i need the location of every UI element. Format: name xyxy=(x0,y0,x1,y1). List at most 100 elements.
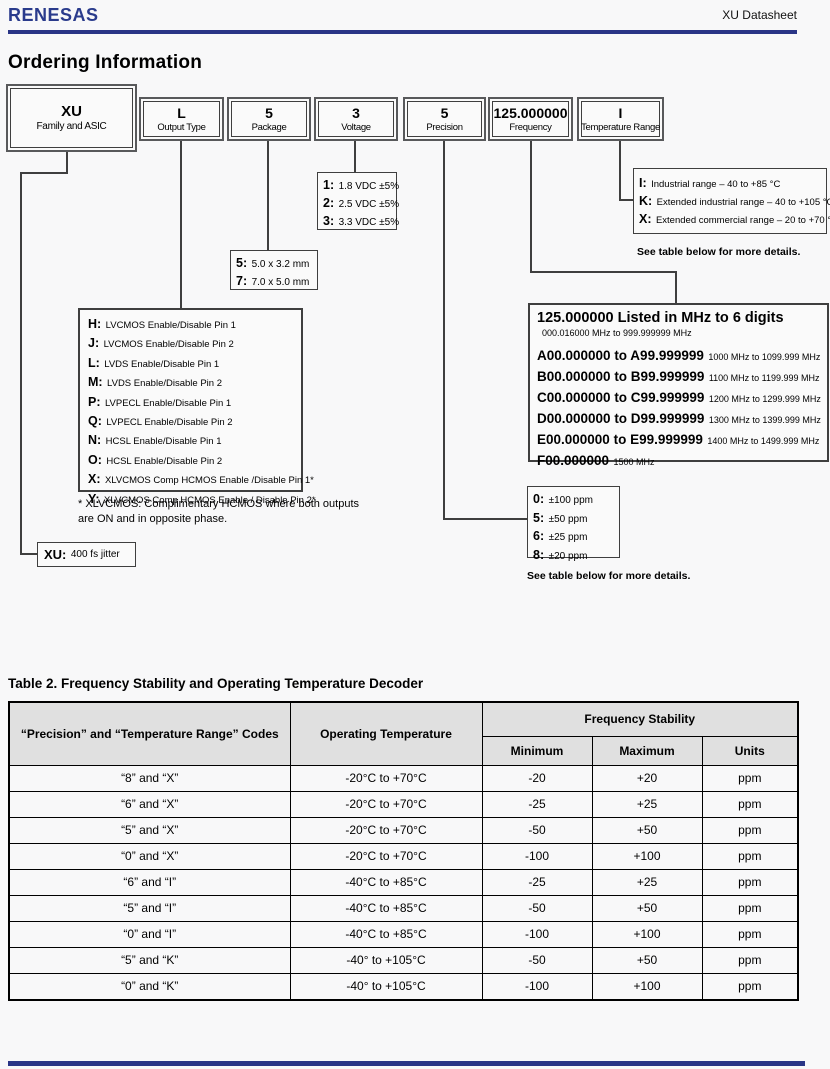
document-title: XU Datasheet xyxy=(722,8,797,22)
table2: “Precision” and “Temperature Range” Code… xyxy=(8,701,800,1001)
connector-precision-v xyxy=(443,141,445,520)
table2-row: “5” and “I” -40°C to +85°C -50 +50 ppm xyxy=(8,894,799,922)
package-option: 5: 5.0 x 3.2 mm xyxy=(236,254,312,272)
connector-temperature-h xyxy=(619,199,633,201)
precision-option-text: ±100 ppm xyxy=(548,495,593,506)
cell-codes: “0” and “X” xyxy=(8,842,291,870)
connector-package xyxy=(267,141,269,250)
connector-family-h1 xyxy=(20,172,68,174)
spacer xyxy=(537,339,820,346)
frequency-range-row: E00.000000 to E99.999999 1400 MHz to 149… xyxy=(537,430,820,451)
table2-header-codes: “Precision” and “Temperature Range” Code… xyxy=(8,701,291,766)
output-type-key: X: xyxy=(88,472,101,487)
output-type-key: N: xyxy=(88,433,102,448)
field-label-output-type: Output Type xyxy=(157,121,206,133)
cell-temp: -20°C to +70°C xyxy=(289,764,483,792)
temperature-option: X: Extended commercial range – 20 to +70… xyxy=(639,210,830,228)
connector-family-v2 xyxy=(20,172,22,554)
field-box-family-inner: XU Family and ASIC xyxy=(10,88,133,148)
package-option: 7: 7.0 x 5.0 mm xyxy=(236,272,312,290)
table2-row: “0” and “X” -20°C to +70°C -100 +100 ppm xyxy=(8,842,799,870)
output-type-text: HCSL Enable/Disable Pin 1 xyxy=(105,436,222,448)
output-type-key: L: xyxy=(88,355,100,370)
package-options-box: 5: 5.0 x 3.2 mm 7: 7.0 x 5.0 mm xyxy=(230,250,318,290)
field-label-family: Family and ASIC xyxy=(36,120,107,132)
cell-units: ppm xyxy=(701,790,799,818)
table2-title: Table 2. Frequency Stability and Operati… xyxy=(8,676,424,691)
field-label-precision: Precision xyxy=(426,121,463,133)
cell-max: +20 xyxy=(591,764,703,792)
cell-temp: -20°C to +70°C xyxy=(289,816,483,844)
output-type-key: Y: xyxy=(88,491,100,506)
field-box-frequency: 125.000000 Frequency xyxy=(488,97,573,141)
table2-header-maximum: Maximum xyxy=(591,735,703,766)
field-code-voltage: 3 xyxy=(352,104,360,121)
frequency-range-row: D00.000000 to D99.999999 1300 MHz to 139… xyxy=(537,409,821,430)
frequency-range-row: B00.000000 to B99.999999 1100 MHz to 119… xyxy=(537,367,820,388)
cell-max: +100 xyxy=(591,972,703,1000)
output-type-text: XLVCMOS Comp HCMOS Enable /Disable Pin 1… xyxy=(104,475,314,487)
cell-min: -50 xyxy=(481,946,593,974)
connector-voltage xyxy=(354,141,356,172)
precision-option-key: 6: xyxy=(533,529,545,543)
frequency-range-code: B00.000000 to B99.999999 xyxy=(537,369,705,384)
cell-temp: -40°C to +85°C xyxy=(289,868,483,896)
frequency-subtitle: 000.016000 MHz to 999.999999 MHz xyxy=(542,328,692,338)
output-type-option: H: LVCMOS Enable/Disable Pin 1 xyxy=(88,315,293,334)
cell-codes: “5” and “I” xyxy=(8,894,291,922)
voltage-option-text: 3.3 VDC ±5% xyxy=(338,217,400,228)
cell-codes: “6” and “X” xyxy=(8,790,291,818)
field-box-voltage: 3 Voltage xyxy=(314,97,398,141)
cell-units: ppm xyxy=(701,842,799,870)
frequency-range-code: E00.000000 to E99.999999 xyxy=(537,432,703,447)
cell-units: ppm xyxy=(701,868,799,896)
output-type-key: H: xyxy=(88,317,102,331)
connector-frequency-v2 xyxy=(675,271,677,303)
output-type-text: LVCMOS Enable/Disable Pin 1 xyxy=(105,320,236,331)
cell-temp: -20°C to +70°C xyxy=(289,790,483,818)
footer-rule xyxy=(8,1061,805,1066)
package-option-key: 5: xyxy=(236,256,248,270)
output-type-key: M: xyxy=(88,375,103,390)
frequency-range-code: D00.000000 to D99.999999 xyxy=(537,411,705,426)
cell-codes: “8” and “X” xyxy=(8,764,291,792)
frequency-range-row: A00.000000 to A99.999999 1000 MHz to 109… xyxy=(537,346,820,367)
precision-option-key: 8: xyxy=(533,547,545,562)
voltage-option-text: 1.8 VDC ±5% xyxy=(338,181,400,192)
output-type-option: O: HCSL Enable/Disable Pin 2 xyxy=(88,451,293,470)
temperature-option: K: Extended industrial range – 40 to +10… xyxy=(639,192,830,210)
output-type-footnote-line1: * XLVCMOS: Complimentary HCMOS where bot… xyxy=(78,498,360,510)
package-option-text: 7.0 x 5.0 mm xyxy=(251,277,310,288)
cell-units: ppm xyxy=(701,972,799,1000)
voltage-option: 3: 3.3 VDC ±5% xyxy=(323,212,399,230)
connector-precision-h xyxy=(443,518,527,520)
output-type-option: M: LVDS Enable/Disable Pin 2 xyxy=(88,373,293,392)
output-type-text: LVDS Enable/Disable Pin 1 xyxy=(104,358,220,370)
output-type-text: LVDS Enable/Disable Pin 2 xyxy=(107,378,222,390)
field-box-temperature-range: I Temperature Range xyxy=(577,97,664,141)
field-box-precision: 5 Precision xyxy=(403,97,486,141)
cell-temp: -40°C to +85°C xyxy=(289,894,483,922)
precision-option-text: ±50 ppm xyxy=(548,513,588,525)
frequency-title: 125.000000 Listed in MHz to 6 digits xyxy=(537,310,784,326)
temperature-see-table-note: See table below for more details. xyxy=(637,246,801,258)
output-type-text: HCSL Enable/Disable Pin 2 xyxy=(106,455,223,467)
temperature-option-text: Extended industrial range – 40 to +105 °… xyxy=(656,197,830,208)
cell-max: +50 xyxy=(591,816,703,844)
table2-header-operating-temperature: Operating Temperature xyxy=(289,701,483,766)
cell-units: ppm xyxy=(701,946,799,974)
output-type-option: N: HCSL Enable/Disable Pin 1 xyxy=(88,431,293,450)
output-type-footnote: * XLVCMOS: Complimentary HCMOS where bot… xyxy=(78,497,359,527)
family-note-text: 400 fs jitter xyxy=(70,549,120,560)
cell-units: ppm xyxy=(701,816,799,844)
temperature-option-text: Extended commercial range – 20 to +70 °C xyxy=(655,215,830,226)
cell-units: ppm xyxy=(701,920,799,948)
field-box-frequency-inner: 125.000000 Frequency xyxy=(492,101,569,137)
cell-min: -100 xyxy=(481,920,593,948)
cell-temp: -40° to +105°C xyxy=(289,972,483,1000)
frequency-range-text: 1100 MHz to 1199.999 MHz xyxy=(708,373,820,383)
precision-option: 0: ±100 ppm xyxy=(533,491,614,510)
cell-units: ppm xyxy=(701,894,799,922)
cell-units: ppm xyxy=(701,764,799,792)
field-box-package-inner: 5 Package xyxy=(231,101,307,137)
